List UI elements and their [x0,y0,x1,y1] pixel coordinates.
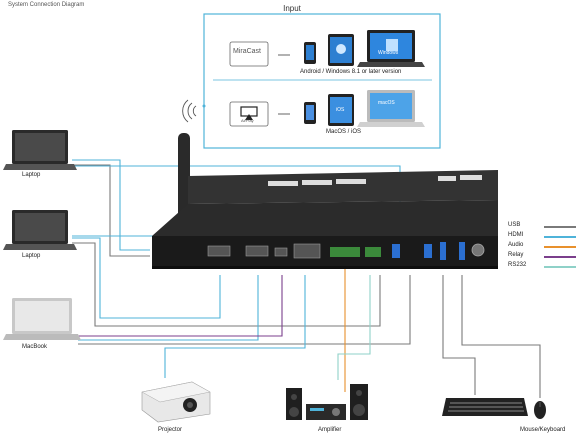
legend-label: HDMI [508,232,523,238]
legend-label: USB [508,222,520,228]
output-label: Projector [158,427,182,433]
legend-swatch [544,226,576,228]
legend-item: RS232 [508,262,578,271]
usb-a-port-1 [440,242,446,260]
legend-swatch [544,256,576,258]
miracast-caption: Android / Windows 8.1 or later version [300,69,401,75]
input-panel [204,14,440,148]
amplifier-icon [306,404,346,420]
output-label: Mouse/Keyboard [520,427,565,433]
macbook-left-icon [3,298,81,340]
windows-screen-text: Windows [378,50,398,56]
hdmi-in-2-port [246,246,268,256]
iphone-icon [304,102,316,124]
mac-screen-text: macOS [378,100,395,106]
airplay-caption: MacOS / iOS [326,129,361,135]
legend-label: RS232 [508,262,526,268]
mouse-icon [534,401,546,419]
laptop-icon [3,210,77,250]
power-port [472,244,484,256]
airplay-logo-text: AirPlay [241,118,254,123]
tablet-icon [328,34,354,66]
usb-b-port-1 [392,244,400,258]
projector-icon [142,382,210,422]
tablet-screen-text: iOS [336,107,344,113]
laptop-icon [3,130,77,170]
source-label: Laptop [22,172,40,178]
legend-item: Audio [508,242,578,251]
hdmi-in-1-port [208,246,230,256]
legend-swatch [544,246,576,248]
legend-item: HDMI [508,232,578,241]
source-label: Laptop [22,253,40,259]
wifi-dot [203,105,206,108]
legend-label: Audio [508,242,523,248]
output-label: Amplifier [318,427,341,433]
wifi-signal-icon [183,100,196,122]
miracast-logo-text: MiraCast [233,48,261,55]
presentation-switcher-device [152,170,498,269]
source-label: MacBook [22,344,47,350]
usb-a-port-2 [459,242,465,260]
speaker-icon [350,384,368,420]
keyboard-icon [442,398,528,416]
phone-icon [304,42,316,64]
legend-label: Relay [508,252,523,258]
legend-item: Relay [508,252,578,261]
relay-port [275,248,287,256]
hdmi-out-port [294,244,320,258]
usb-b-port-2 [424,244,432,258]
audio-terminal [330,247,360,257]
legend-swatch [544,236,576,238]
legend-item: USB [508,222,578,231]
legend-swatch [544,266,576,268]
rs232-terminal [365,247,381,257]
speaker-icon [286,388,302,420]
